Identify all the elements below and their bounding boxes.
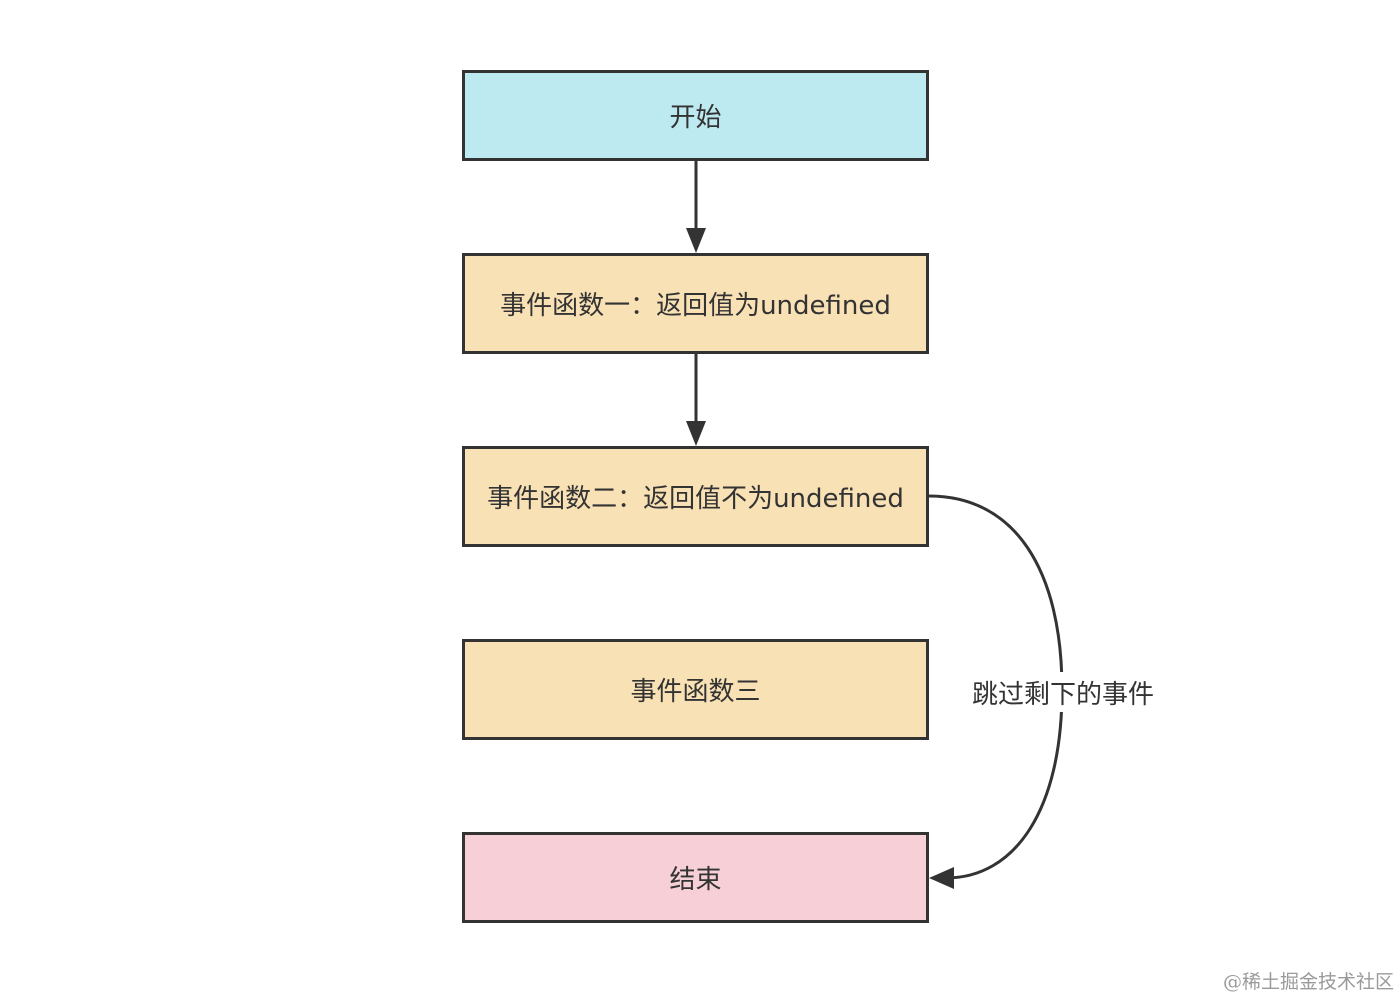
arrowhead-icon [686,421,706,446]
event-function-one-node: 事件函数一：返回值为undefined [462,253,929,354]
event-function-one-label: 事件函数一：返回值为undefined [500,291,891,321]
event-function-two-node: 事件函数二：返回值不为undefined [462,446,929,547]
start-node-label: 开始 [669,103,722,133]
arrowhead-icon [929,867,954,889]
arrowhead-icon [686,228,706,253]
arrow-func1-to-func2 [686,354,706,446]
event-function-three-node: 事件函数三 [462,639,929,740]
start-node: 开始 [462,70,929,161]
arrow-start-to-func1 [686,161,706,253]
watermark: @稀土掘金技术社区 [1222,971,1394,993]
end-node-label: 结束 [669,865,722,895]
end-node: 结束 [462,832,929,923]
event-function-two-label: 事件函数二：返回值不为undefined [487,484,904,514]
event-function-three-label: 事件函数三 [630,677,761,707]
skip-edge-label: 跳过剩下的事件 [958,672,1168,712]
